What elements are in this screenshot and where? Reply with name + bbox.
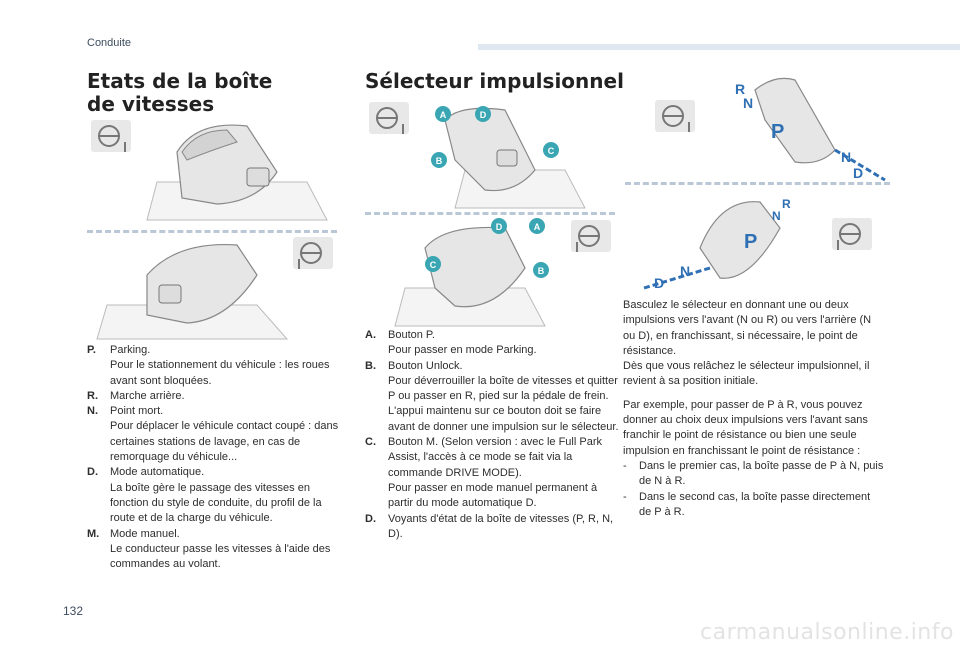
letter-p: P bbox=[771, 121, 784, 143]
steering-wheel-icon bbox=[832, 218, 872, 250]
right-text: Basculez le sélecteur en donnant une ou … bbox=[623, 298, 885, 520]
label-d: D bbox=[496, 222, 503, 232]
list-item: N.Point mort.Pour déplacer le véhicule c… bbox=[87, 405, 339, 464]
steering-wheel-icon bbox=[655, 100, 695, 132]
list-item: R.Marche arrière. bbox=[87, 389, 185, 402]
steering-wheel-icon bbox=[91, 120, 131, 152]
separator-middle bbox=[365, 212, 615, 215]
separator-right bbox=[625, 182, 890, 185]
label-b: B bbox=[538, 266, 545, 276]
list-item: D.Voyants d'état de la boîte de vitesses… bbox=[365, 512, 614, 540]
list-item: D.Mode automatique.La boîte gère le pass… bbox=[87, 466, 322, 525]
gearbox-illustration-top bbox=[91, 120, 328, 221]
label-c: C bbox=[548, 146, 555, 156]
letter-n: N bbox=[743, 95, 753, 111]
separator-left bbox=[87, 230, 337, 233]
label-b: B bbox=[436, 156, 443, 166]
paragraph: Dès que vous relâchez le sélecteur impul… bbox=[623, 360, 870, 388]
label-d: D bbox=[480, 110, 487, 120]
paragraph: Par exemple, pour passer de P à R, vous … bbox=[623, 398, 868, 457]
selector-illustration-top: A D B C bbox=[369, 102, 586, 209]
list-item: C.Bouton M. (Selon version : avec le Ful… bbox=[365, 436, 602, 510]
list-item: A.Bouton P.Pour passer en mode Parking. bbox=[365, 329, 537, 357]
steering-wheel-icon bbox=[293, 237, 333, 269]
label-c: C bbox=[430, 260, 437, 270]
steering-wheel-icon bbox=[369, 102, 409, 134]
label-a: A bbox=[534, 222, 541, 232]
selector-illustration-bottom: D A C B bbox=[394, 218, 611, 327]
label-a: A bbox=[440, 110, 447, 120]
letter-r: R bbox=[735, 81, 745, 97]
list-item: B.Bouton Unlock.Pour déverrouiller la bo… bbox=[365, 359, 619, 433]
list-item: P.Parking.Pour le stationnement du véhic… bbox=[87, 344, 330, 387]
letter-n: N bbox=[772, 209, 781, 223]
letter-d: D bbox=[654, 275, 664, 291]
letter-r: R bbox=[782, 197, 791, 211]
letter-n: N bbox=[680, 263, 690, 279]
middle-title: Sélecteur impulsionnel bbox=[365, 69, 624, 93]
gearbox-illustration-bottom bbox=[96, 237, 333, 340]
left-definition-list: P.Parking.Pour le stationnement du véhic… bbox=[87, 343, 342, 572]
page-number: 132 bbox=[63, 604, 84, 618]
steering-wheel-icon bbox=[571, 220, 611, 252]
letter-d: D bbox=[853, 165, 863, 181]
section-title: Conduite bbox=[87, 37, 132, 49]
watermark: carmanualsonline.info bbox=[700, 620, 954, 645]
middle-definition-list: A.Bouton P.Pour passer en mode Parking. … bbox=[365, 328, 620, 542]
bullet-item: -Dans le premier cas, la boîte passe de … bbox=[623, 459, 884, 488]
letter-p: P bbox=[744, 231, 757, 253]
impulse-illustration-top: R N P N D bbox=[655, 77, 886, 182]
impulse-illustration-bottom: R N P N D bbox=[643, 197, 872, 291]
left-title: Etats de la boîte de vitesses bbox=[87, 69, 273, 116]
paragraph: Basculez le sélecteur en donnant une ou … bbox=[623, 299, 872, 357]
header-bar bbox=[478, 44, 960, 50]
list-item: M.Mode manuel.Le conducteur passe les vi… bbox=[87, 527, 331, 571]
bullet-item: -Dans le second cas, la boîte passe dire… bbox=[623, 490, 871, 518]
